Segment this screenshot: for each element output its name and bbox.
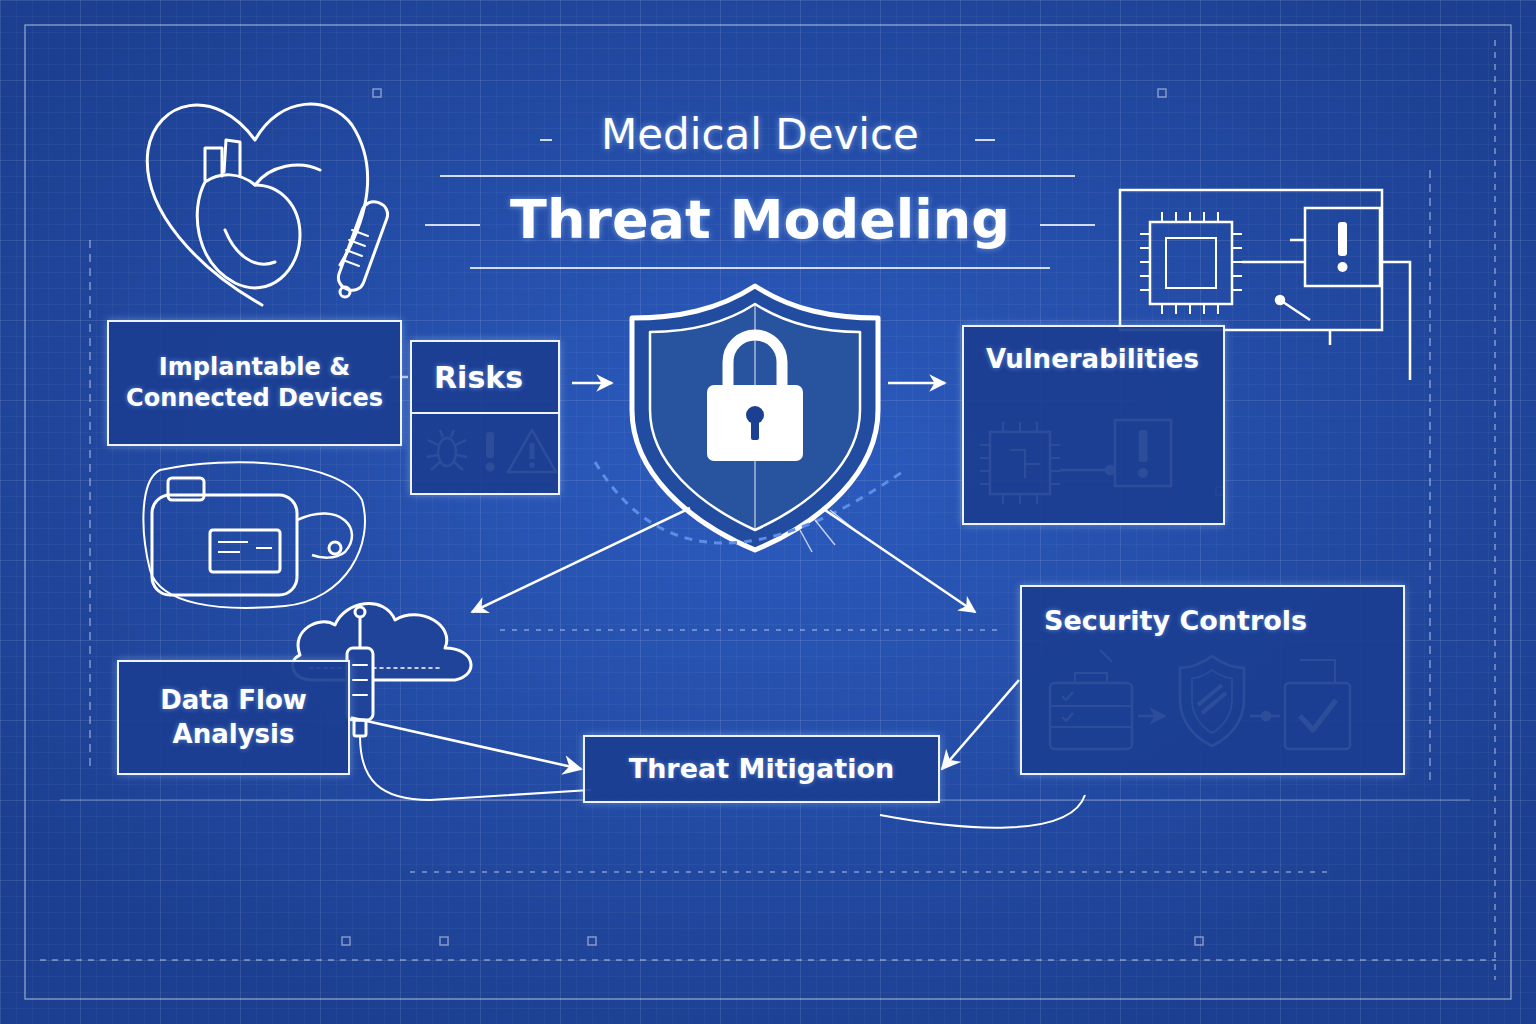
frame-part — [1429, 170, 1431, 780]
chip-alert-panel-part — [1140, 212, 1242, 314]
pacemaker-illustration-part — [152, 495, 297, 595]
shield-lock-part — [728, 335, 782, 388]
pacemaker-illustration-part — [329, 542, 341, 554]
box-label: Security Controls — [1044, 603, 1307, 638]
pacemaker-illustration-part — [143, 462, 365, 608]
frame-part — [89, 240, 91, 770]
shield-lock-part — [800, 510, 855, 552]
frame-part — [410, 871, 1330, 873]
frame-part — [500, 629, 1000, 631]
frame-part — [588, 937, 596, 945]
box-label: Vulnerabilities — [986, 343, 1199, 377]
topic-box: Risks — [410, 340, 560, 495]
chip-alert-panel-part — [1338, 222, 1347, 256]
heart-illustration — [147, 104, 391, 305]
frame-part — [25, 25, 1511, 999]
chip-alert-panel-part — [1338, 262, 1348, 272]
pacemaker-illustration-part — [218, 542, 272, 552]
topic-box: Threat Mitigation — [583, 735, 940, 803]
shield-lock-part — [707, 385, 803, 461]
box-label: Data Flow Analysis — [131, 684, 336, 752]
shield-lock-part — [632, 286, 878, 550]
flow-arrow — [351, 718, 581, 770]
frame-part — [440, 937, 448, 945]
title-rules-part — [1040, 224, 1095, 226]
heart-illustration-part — [147, 104, 367, 305]
shield-lock-part — [751, 418, 759, 440]
chip-alert-panel-part — [1305, 208, 1380, 286]
cloud-iv-illustration-part — [359, 618, 362, 648]
chip-alert-panel-part — [1120, 190, 1382, 330]
heart-illustration-part — [225, 230, 275, 264]
heart-illustration-part — [205, 148, 222, 180]
flow-arrows-part — [572, 382, 612, 385]
pacemaker-illustration — [143, 462, 365, 608]
chip-alert-panel-part — [1276, 296, 1284, 304]
heart-illustration-part — [335, 198, 391, 293]
title-rules-part — [540, 139, 552, 141]
frame-part — [40, 959, 1496, 961]
frame-part — [1158, 89, 1166, 97]
frame — [25, 25, 1511, 999]
shield-lock-part — [650, 304, 860, 530]
heart-illustration-part — [255, 165, 320, 185]
pacemaker-illustration-part — [297, 513, 352, 557]
frame-part — [1195, 937, 1203, 945]
heart-illustration-part — [224, 140, 240, 176]
title-rules-part — [440, 175, 1075, 177]
flow-arrows-part — [822, 508, 975, 612]
cloud-iv-illustration-part — [353, 665, 367, 695]
title-rules — [425, 140, 1095, 268]
box-label: Threat Mitigation — [629, 751, 895, 786]
box-label: Implantable & Connected Devices — [121, 352, 388, 414]
divider-rule — [412, 412, 558, 414]
flow-arrow — [942, 680, 1019, 769]
frame-part — [342, 937, 350, 945]
shield-lock — [595, 286, 905, 552]
title-rules-part — [425, 224, 480, 226]
pacemaker-illustration-part — [168, 478, 204, 500]
heading-label: Medical Device — [500, 110, 1020, 160]
heart-illustration-part — [197, 175, 300, 288]
flow-arrows-part — [472, 508, 690, 612]
chip-alert-panel-part — [1330, 262, 1410, 380]
title: Threat Modeling — [440, 188, 1080, 253]
chip-alert-panel-part — [1166, 238, 1216, 288]
topic-box: Vulnerabilities — [962, 325, 1225, 525]
topic-box: Security Controls — [1020, 585, 1405, 775]
title-rules-part — [975, 139, 995, 141]
frame-part — [373, 89, 381, 97]
topic-box: Implantable & Connected Devices — [107, 320, 402, 446]
chip-alert-panel-part — [1242, 240, 1310, 320]
flow-arrows-part — [888, 382, 945, 385]
frame-part — [1494, 40, 1496, 980]
box-label: Risks — [434, 358, 523, 397]
cloud-iv-illustration-part — [354, 720, 366, 736]
heart-illustration-part — [343, 230, 368, 266]
heart-illustration-part — [340, 287, 350, 297]
cloud-iv-illustration-part — [347, 648, 373, 720]
cloud-iv-illustration-part — [355, 607, 365, 617]
topic-box: Data Flow Analysis — [117, 660, 350, 775]
pacemaker-illustration-part — [210, 530, 280, 572]
chip-alert-panel-part — [1150, 222, 1232, 304]
title-rules-part — [470, 267, 1050, 269]
